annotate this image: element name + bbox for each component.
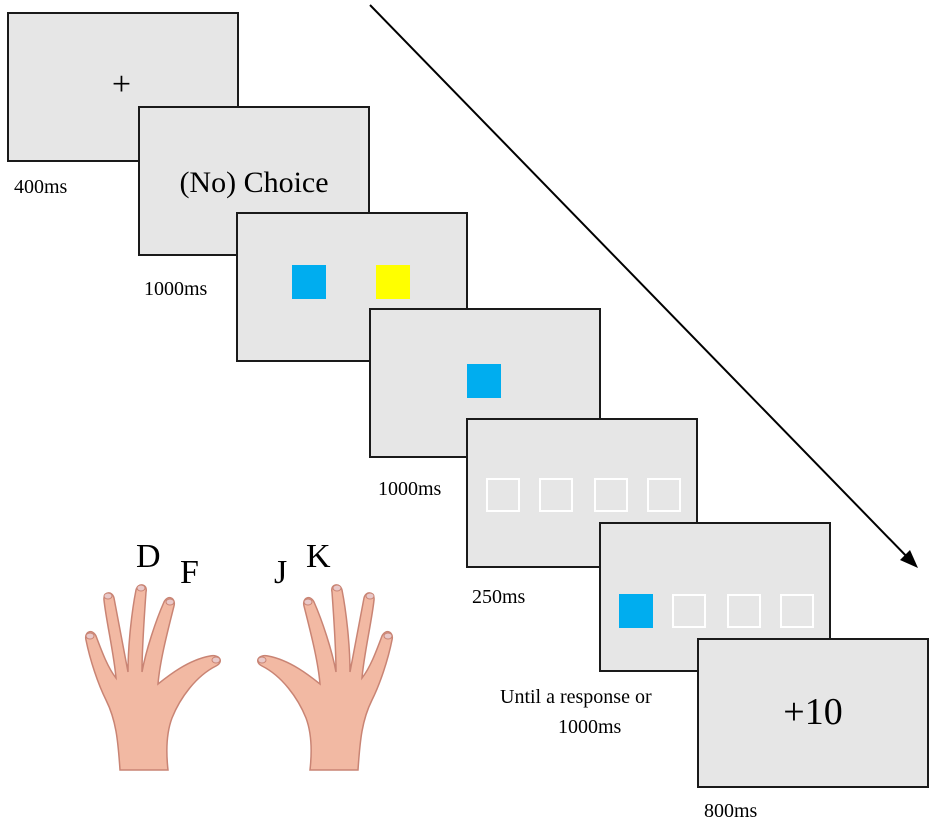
placeholder-duration: 250ms [472, 586, 526, 608]
key-label-f: F [180, 554, 199, 591]
placeholder-square-2 [539, 478, 573, 512]
target-color-square [619, 594, 653, 628]
selected-duration: 1000ms [378, 478, 442, 500]
choice-text: (No) Choice [179, 166, 329, 199]
key-label-j: J [274, 554, 288, 591]
fixation-cross: + [111, 66, 132, 103]
target-placeholder-4 [780, 594, 814, 628]
fixation-duration: 400ms [14, 176, 68, 198]
placeholder-square-1 [486, 478, 520, 512]
choice-duration: 1000ms [144, 278, 208, 300]
target-placeholder-2 [672, 594, 706, 628]
key-label-d: D [136, 538, 161, 575]
placeholder-square-3 [594, 478, 628, 512]
selected-color-square [467, 364, 501, 398]
target-duration-line1: Until a response or [500, 686, 652, 708]
choice-screen: (No) Choice [138, 106, 370, 256]
target-placeholder-3 [727, 594, 761, 628]
yellow-option-square [376, 265, 410, 299]
blue-option-square [292, 265, 326, 299]
feedback-text: +10 [783, 691, 843, 733]
placeholder-square-4 [647, 478, 681, 512]
left-hand-icon [84, 584, 221, 771]
key-label-k: K [306, 538, 331, 575]
feedback-screen: +10 [697, 638, 929, 788]
target-duration-line2: 1000ms [558, 716, 622, 738]
feedback-duration: 800ms [704, 800, 758, 822]
right-hand-icon [257, 584, 394, 771]
